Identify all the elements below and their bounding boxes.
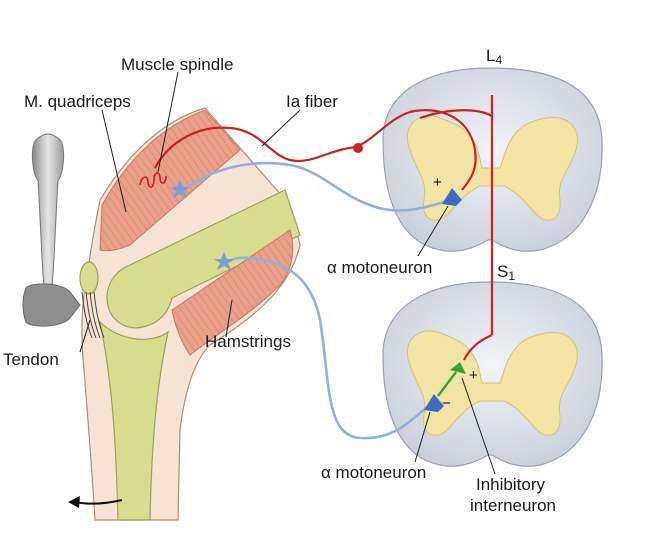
leg xyxy=(68,107,301,521)
label-s1-sub: 1 xyxy=(508,269,516,283)
muscle-spindle-coil xyxy=(139,172,167,188)
label-hamstrings: Hamstrings xyxy=(205,332,291,351)
alpha-motoneuron-cell-s1 xyxy=(424,394,444,412)
label-s1: S1 xyxy=(497,262,515,286)
label-quadriceps: M. quadriceps xyxy=(24,92,131,111)
dorsal-root-ganglion-cell xyxy=(353,143,363,153)
alpha-motoneuron-axon-quadriceps xyxy=(179,161,451,212)
inhibitory-interneuron-axon xyxy=(437,371,457,397)
motor-end-plate-quadriceps xyxy=(170,180,190,198)
motor-end-plate-hamstrings xyxy=(214,252,234,270)
hamstrings-muscle xyxy=(171,229,294,356)
ia-afferent-fiber xyxy=(154,95,494,361)
spinal-cord-s1 xyxy=(382,281,603,467)
label-s1-letter: S xyxy=(497,262,509,281)
label-l4-sub: 4 xyxy=(495,53,503,67)
femur xyxy=(106,189,301,329)
tibia xyxy=(99,320,169,521)
label-l4: L4 xyxy=(486,46,502,70)
pointer-lines xyxy=(79,71,496,475)
label-muscle-spindle: Muscle spindle xyxy=(121,55,234,74)
label-inhibitory-line2: interneuron xyxy=(470,496,557,515)
label-inhibitory-line1: Inhibitory xyxy=(476,475,545,494)
reflex-hammer xyxy=(22,133,81,327)
inhibitory-interneuron-cell xyxy=(450,362,466,374)
label-tendon: Tendon xyxy=(3,350,59,369)
kick-arrow-head xyxy=(68,496,80,508)
patellar-tendon xyxy=(81,291,105,339)
alpha-motoneuron-axon-hamstrings xyxy=(227,256,431,440)
label-l4-letter: L xyxy=(486,46,496,65)
alpha-motoneuron-cell-l4 xyxy=(442,188,462,206)
sign-excite-top: + xyxy=(433,174,442,191)
quadriceps-muscle xyxy=(99,109,241,252)
label-alpha-motoneuron-top: α motoneuron xyxy=(327,258,433,277)
label-alpha-motoneuron-bottom: α motoneuron xyxy=(321,463,427,482)
label-ia-fiber: Ia fiber xyxy=(286,92,338,111)
sign-excite-bottom: + xyxy=(469,367,478,384)
sign-inhibit-bottom: − xyxy=(442,395,451,412)
patella xyxy=(79,261,99,295)
